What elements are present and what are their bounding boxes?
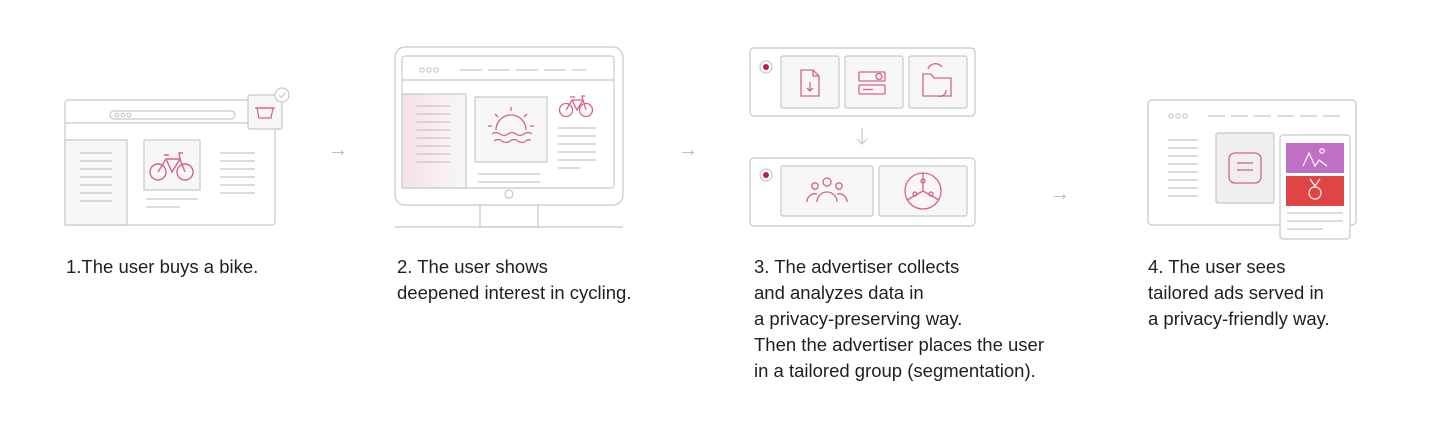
step-2-caption: 2. The user shows deepened interest in c… — [397, 254, 631, 306]
sunset-icon — [488, 107, 534, 144]
chat-bubble-icon — [1228, 152, 1262, 184]
folder-sync-icon — [922, 63, 952, 97]
arrow-right-icon: → — [678, 139, 698, 161]
step-4-illustration — [1143, 95, 1363, 245]
top-panel — [749, 47, 976, 117]
step-1-caption: 1.The user buys a bike. — [66, 254, 258, 280]
caption-line: tailored ads served in — [1148, 282, 1324, 303]
caption-line: and analyzes data in — [754, 282, 924, 303]
caption-line: 3. The advertiser collects — [754, 256, 960, 277]
checkmark-icon — [274, 87, 290, 103]
browser-window-icon — [64, 99, 276, 226]
caption-line: Then the advertiser places the user — [754, 334, 1044, 355]
caption-line: 4. The user sees — [1148, 256, 1286, 277]
step-3-illustration — [745, 40, 985, 235]
image-ad-icon — [1286, 143, 1344, 173]
step-4-caption: 4. The user sees tailored ads served in … — [1148, 254, 1330, 332]
caption-line: a privacy-friendly way. — [1148, 308, 1330, 329]
record-dot-icon — [759, 60, 773, 74]
step-1-illustration — [60, 85, 300, 230]
users-group-icon — [806, 177, 848, 203]
arrow-right-icon: → — [328, 139, 348, 161]
caption-line: 2. The user shows — [397, 256, 548, 277]
server-icon — [858, 71, 886, 95]
medal-ad-icon — [1286, 176, 1344, 206]
caption-line: 1.The user buys a bike. — [66, 256, 259, 277]
caption-line: deepened interest in cycling. — [397, 282, 632, 303]
segmentation-pie-icon — [904, 172, 942, 210]
desktop-monitor-icon — [394, 46, 624, 228]
arrow-down-icon — [856, 128, 868, 145]
caption-line: a privacy-preserving way. — [754, 308, 963, 329]
step-3-caption: 3. The advertiser collects and analyzes … — [754, 254, 1044, 384]
caption-line: in a tailored group (segmentation). — [754, 360, 1036, 381]
document-download-icon — [800, 69, 820, 97]
record-dot-icon — [759, 168, 773, 182]
step-2-illustration — [390, 42, 630, 232]
bicycle-icon — [149, 152, 194, 181]
bicycle-icon — [558, 95, 594, 118]
shopping-basket-icon — [247, 94, 283, 130]
arrow-right-icon: → — [1050, 183, 1070, 205]
